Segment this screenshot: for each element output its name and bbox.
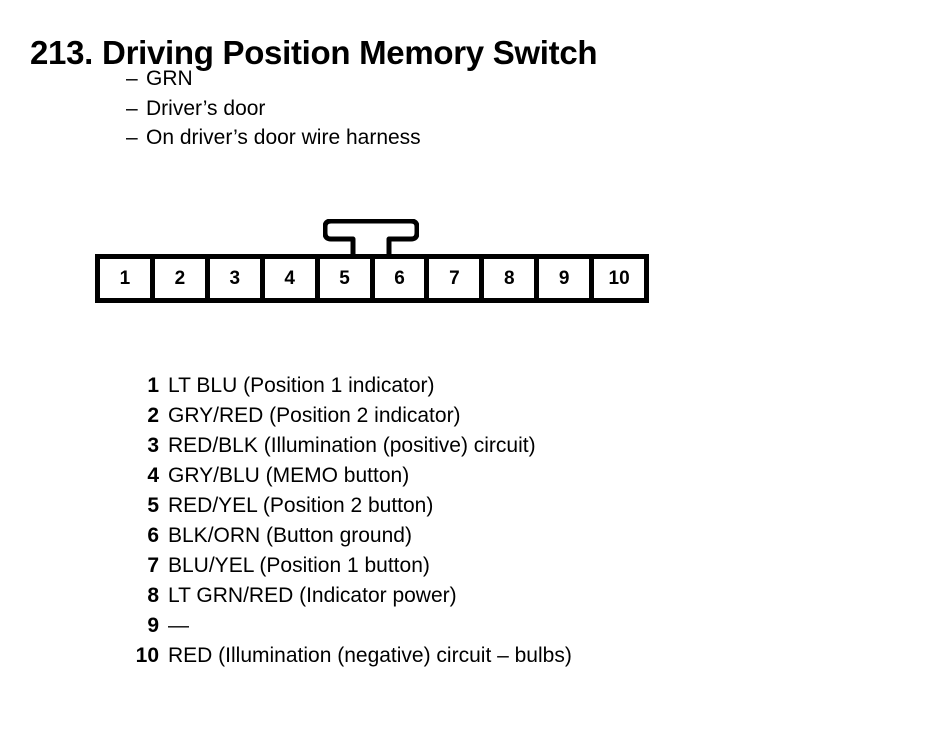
subtitle-text: GRN [146, 67, 193, 90]
subtitle-row: –GRN [126, 64, 421, 94]
legend-pin-description: RED/BLK (Illumination (positive) circuit… [168, 434, 536, 457]
legend-pin-number: 9 [147, 614, 159, 637]
legend-row: 10 RED (Illumination (negative) circuit … [113, 641, 572, 671]
legend-pin-description: RED (Illumination (negative) circuit – b… [168, 644, 572, 667]
legend-pin-number: 8 [147, 584, 159, 607]
legend-pin-number: 6 [147, 524, 159, 547]
legend-pin-description: GRY/RED (Position 2 indicator) [168, 404, 461, 427]
legend-row: 6 BLK/ORN (Button ground) [113, 521, 572, 551]
subtitle-list: –GRN –Driver’s door –On driver’s door wi… [126, 64, 421, 153]
subtitle-dash: – [126, 67, 138, 90]
legend-pin-number: 10 [135, 644, 159, 667]
legend-pin-description: LT BLU (Position 1 indicator) [168, 374, 435, 397]
legend-row: 8 LT GRN/RED (Indicator power) [113, 581, 572, 611]
legend-row: 1 LT BLU (Position 1 indicator) [113, 371, 572, 401]
pin-cell-2: 2 [154, 259, 205, 298]
legend-row: 9 — [113, 611, 572, 641]
pin-cell-7: 7 [429, 259, 480, 298]
legend-pin-description: BLU/YEL (Position 1 button) [168, 554, 430, 577]
legend-pin-description: BLK/ORN (Button ground) [168, 524, 412, 547]
legend-pin-number: 5 [147, 494, 159, 517]
legend-pin-number: 1 [147, 374, 159, 397]
legend-pin-description: GRY/BLU (MEMO button) [168, 464, 410, 487]
pin-cell-5: 5 [319, 259, 370, 298]
legend-pin-number: 7 [147, 554, 159, 577]
legend-pin-number: 3 [147, 434, 159, 457]
legend-row: 5 RED/YEL (Position 2 button) [113, 491, 572, 521]
pin-cell-10: 10 [594, 259, 645, 298]
legend-pin-number: 4 [147, 464, 159, 487]
subtitle-dash: – [126, 126, 138, 149]
page-title-text: Driving Position Memory Switch [102, 34, 598, 72]
subtitle-text: On driver’s door wire harness [146, 126, 421, 149]
connector-latch-tab-icon [323, 219, 419, 259]
legend-pin-number: 2 [147, 404, 159, 427]
pin-cell-1: 1 [100, 259, 150, 298]
connector-diagram: 1 2 3 4 5 6 7 8 9 10 [95, 219, 649, 305]
legend-row: 4 GRY/BLU (MEMO button) [113, 461, 572, 491]
legend-pin-description: LT GRN/RED (Indicator power) [168, 584, 457, 607]
legend-pin-description: — [168, 614, 189, 637]
pin-cell-3: 3 [209, 259, 260, 298]
pin-cell-8: 8 [484, 259, 535, 298]
subtitle-dash: – [126, 96, 138, 120]
page-title-number: 213. [30, 34, 94, 72]
pin-cell-4: 4 [264, 259, 315, 298]
legend-pin-description: RED/YEL (Position 2 button) [168, 494, 434, 517]
pin-cell-9: 9 [539, 259, 590, 298]
pin-cell-6: 6 [374, 259, 425, 298]
subtitle-row: –Driver’s door [126, 94, 421, 124]
connector-pin-strip: 1 2 3 4 5 6 7 8 9 10 [95, 254, 649, 303]
subtitle-text: Driver’s door [146, 96, 266, 120]
legend-row: 3 RED/BLK (Illumination (positive) circu… [113, 431, 572, 461]
page-title: 213.Driving Position Memory Switch [30, 34, 598, 72]
pin-legend-list: 1 LT BLU (Position 1 indicator) 2 GRY/RE… [113, 371, 572, 671]
legend-row: 2 GRY/RED (Position 2 indicator) [113, 401, 572, 431]
subtitle-row: –On driver’s door wire harness [126, 123, 421, 153]
legend-row: 7 BLU/YEL (Position 1 button) [113, 551, 572, 581]
